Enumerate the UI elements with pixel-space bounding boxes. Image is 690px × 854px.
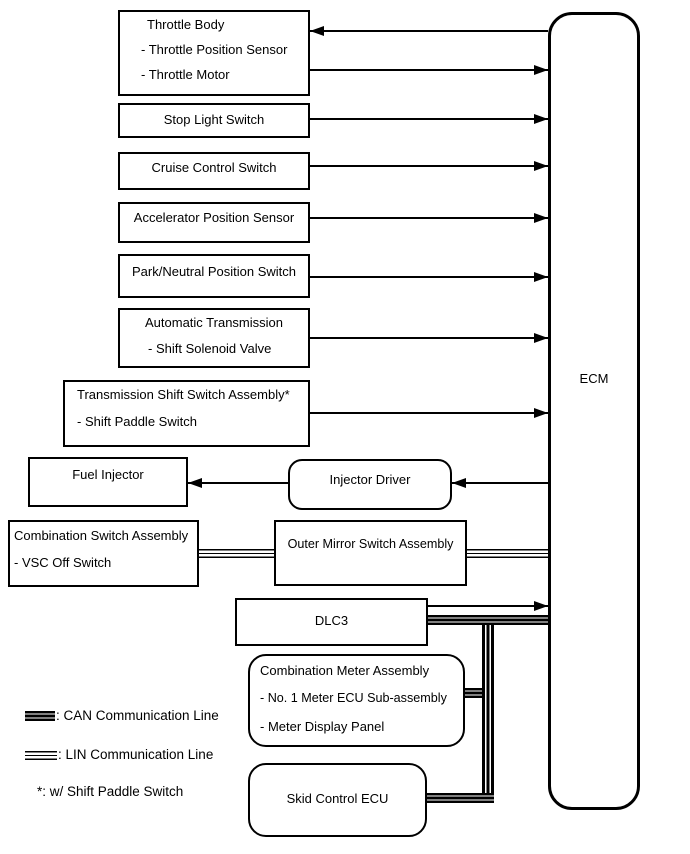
node-dlc3: DLC3	[235, 598, 428, 646]
node-item: - No. 1 Meter ECU Sub-assembly	[260, 691, 447, 705]
node-title: Injector Driver	[329, 472, 411, 487]
line-transmission-shift-switch-to-ecm	[310, 412, 548, 414]
arrowhead-right-icon	[534, 408, 548, 418]
line-injector-driver-to-fuel-injector	[188, 482, 288, 484]
line-dlc3-to-ecm	[428, 605, 548, 607]
line-ecm-to-injector-driver	[452, 482, 548, 484]
arrowhead-right-icon	[534, 601, 548, 611]
can-bus-vertical	[482, 625, 494, 793]
line-throttle-body-to-ecm	[310, 69, 548, 71]
node-title: Park/Neutral Position Switch	[131, 264, 296, 279]
node-title: Transmission Shift Switch Assembly*	[77, 387, 290, 402]
node-item: - VSC Off Switch	[14, 555, 112, 570]
node-injector-driver: Injector Driver	[288, 459, 452, 510]
node-automatic-transmission: Automatic Transmission - Shift Solenoid …	[118, 308, 310, 368]
node-outer-mirror-switch-assembly: Outer Mirror Switch Assembly	[274, 520, 467, 586]
line-cruise-control-switch-to-ecm	[310, 165, 548, 167]
node-title: DLC3	[314, 613, 349, 628]
node-title: Accelerator Position Sensor	[133, 210, 295, 225]
arrowhead-left-icon	[452, 478, 466, 488]
lin-line-combination-switch-to-outer-mirror	[199, 549, 274, 558]
node-park-neutral-position-switch: Park/Neutral Position Switch	[118, 254, 310, 298]
ecm-label: ECM	[579, 371, 609, 386]
line-park-neutral-position-switch-to-ecm	[310, 276, 548, 278]
node-combination-meter-assembly: Combination Meter Assembly - No. 1 Meter…	[248, 654, 465, 747]
lin-line-outer-mirror-to-ecm	[467, 549, 548, 558]
can-line-combination-meter	[465, 688, 482, 698]
node-title: Stop Light Switch	[163, 112, 265, 127]
node-title: Combination Switch Assembly	[14, 528, 189, 543]
arrowhead-right-icon	[534, 272, 548, 282]
legend-lin-label: : LIN Communication Line	[58, 747, 214, 762]
arrowhead-right-icon	[534, 65, 548, 75]
node-title: Skid Control ECU	[286, 791, 389, 806]
node-transmission-shift-switch-assembly: Transmission Shift Switch Assembly* - Sh…	[63, 380, 310, 447]
node-fuel-injector: Fuel Injector	[28, 457, 188, 507]
legend-asterisk-note: *: w/ Shift Paddle Switch	[37, 784, 184, 799]
node-cruise-control-switch: Cruise Control Switch	[118, 152, 310, 190]
can-line-dlc3-to-ecm	[428, 615, 548, 625]
node-item: - Throttle Position Sensor	[141, 42, 288, 57]
legend-lin-line-icon	[25, 751, 57, 760]
line-accelerator-position-sensor-to-ecm	[310, 217, 548, 219]
arrowhead-right-icon	[534, 213, 548, 223]
arrowhead-left-icon	[310, 26, 324, 36]
node-title: Fuel Injector	[72, 467, 144, 482]
line-ecm-to-throttle-body	[310, 30, 548, 32]
legend-can-line-icon	[25, 711, 55, 721]
line-automatic-transmission-to-ecm	[310, 337, 548, 339]
node-ecm: ECM	[548, 12, 640, 810]
legend-can-label: : CAN Communication Line	[56, 708, 219, 723]
line-stop-light-switch-to-ecm	[310, 118, 548, 120]
arrowhead-right-icon	[534, 333, 548, 343]
node-throttle-body: Throttle Body - Throttle Position Sensor…	[118, 10, 310, 96]
arrowhead-right-icon	[534, 161, 548, 171]
can-line-skid-control-ecu	[427, 793, 494, 803]
node-item: - Shift Paddle Switch	[77, 414, 197, 429]
node-title: Automatic Transmission	[145, 315, 283, 330]
node-item: - Meter Display Panel	[260, 719, 385, 734]
node-accelerator-position-sensor: Accelerator Position Sensor	[118, 202, 310, 243]
node-item: - Shift Solenoid Valve	[148, 341, 272, 356]
node-stop-light-switch: Stop Light Switch	[118, 103, 310, 138]
node-item: - Throttle Motor	[141, 67, 230, 82]
node-combination-switch-assembly: Combination Switch Assembly - VSC Off Sw…	[8, 520, 199, 587]
node-skid-control-ecu: Skid Control ECU	[248, 763, 427, 837]
node-title: Combination Meter Assembly	[260, 663, 430, 678]
arrowhead-right-icon	[534, 114, 548, 124]
arrowhead-left-icon	[188, 478, 202, 488]
node-title: Outer Mirror Switch Assembly	[287, 537, 454, 551]
node-title: Cruise Control Switch	[151, 160, 277, 175]
node-title: Throttle Body	[147, 17, 225, 32]
